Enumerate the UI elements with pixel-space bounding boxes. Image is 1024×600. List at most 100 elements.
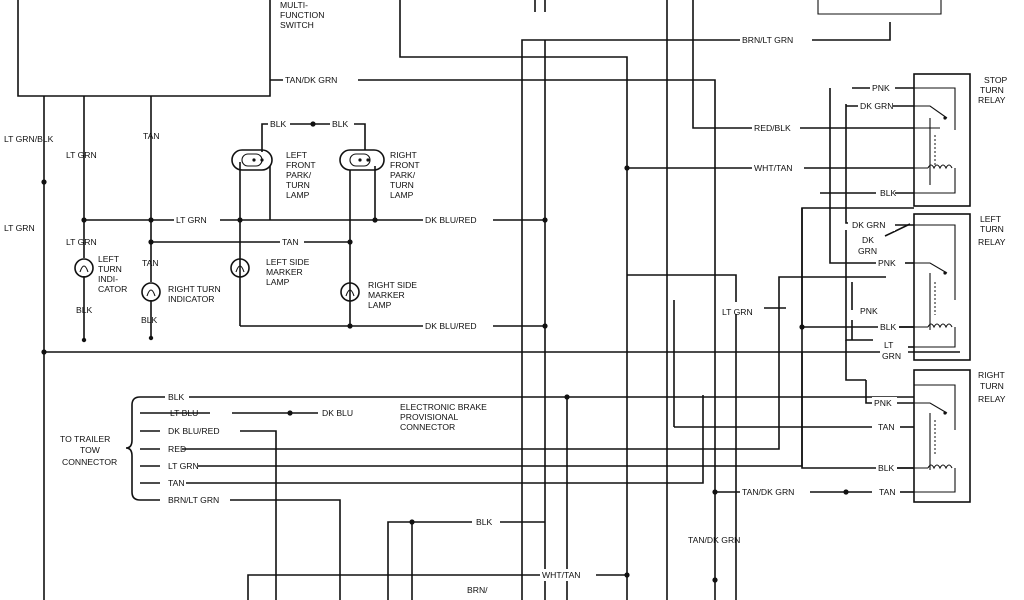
trailer-connector-brace <box>125 396 141 501</box>
right-front-lamp-label-4: TURN <box>390 180 414 190</box>
stop-turn-relay-label-2: TURN <box>980 85 1004 95</box>
lt-grn-label-b: LT GRN <box>4 223 35 233</box>
left-front-lamp-label-4: TURN <box>286 180 310 190</box>
right-side-marker-bulb <box>340 282 360 302</box>
dk-grn-label-a: DK GRN <box>860 101 893 111</box>
dk-grn-stack-1: DK <box>862 235 874 245</box>
left-turn-relay-label-2: TURN <box>980 224 1004 234</box>
blk-label-f: BLK <box>880 322 897 332</box>
right-turn-relay-label-1: RIGHT <box>978 370 1005 380</box>
right-front-lamp-label-2: FRONT <box>390 160 420 170</box>
left-front-lamp-label-1: LEFT <box>286 150 308 160</box>
pnk-label-b: PNK <box>878 258 896 268</box>
right-turn-indicator-label-2: INDICATOR <box>168 294 214 304</box>
left-side-marker-label-3: LAMP <box>266 277 290 287</box>
left-front-lamp-label-3: PARK/ <box>286 170 312 180</box>
right-turn-relay-label-2: TURN <box>980 381 1004 391</box>
trailer-red-label: RED <box>168 444 186 454</box>
electronic-brake-label-2: PROVISIONAL <box>400 412 458 422</box>
trailer-brn-lt-grn-label: BRN/LT GRN <box>168 495 219 505</box>
tan-label-c: TAN <box>282 237 299 247</box>
tan-label-e: TAN <box>879 487 896 497</box>
brn-lt-grn-label: BRN/LT GRN <box>742 35 793 45</box>
lt-grn-label-e: LT GRN <box>722 307 753 317</box>
tan-label-a: TAN <box>143 131 160 141</box>
tan-dk-grn-label: TAN/DK GRN <box>285 75 337 85</box>
trailer-dk-blu-red-label: DK BLU/RED <box>168 426 220 436</box>
left-turn-indicator-label-2: TURN <box>98 264 122 274</box>
switch-label-1: MULTI- <box>280 0 308 10</box>
left-turn-relay-label-1: LEFT <box>980 214 1002 224</box>
wires <box>17 0 960 600</box>
wht-tan-label-b: WHT/TAN <box>542 570 581 580</box>
trailer-blk-label: BLK <box>168 392 185 402</box>
left-front-lamp <box>231 149 273 171</box>
switch-label-3: SWITCH <box>280 20 314 30</box>
left-side-marker-label-2: MARKER <box>266 267 303 277</box>
left-front-lamp-label-5: LAMP <box>286 190 310 200</box>
switch-label-2: FUNCTION <box>280 10 324 20</box>
text-labels: MULTI- FUNCTION SWITCH TAN/DK GRN BRN/LT… <box>4 0 1008 595</box>
right-front-lamp-label-1: RIGHT <box>390 150 417 160</box>
right-side-marker-label-1: RIGHT SIDE <box>368 280 417 290</box>
right-turn-relay <box>913 369 971 503</box>
right-front-lamp-label-3: PARK/ <box>390 170 416 180</box>
electronic-brake-label-1: ELECTRONIC BRAKE <box>400 402 487 412</box>
dk-blu-red-label-b: DK BLU/RED <box>425 321 477 331</box>
pnk-label-a: PNK <box>872 83 890 93</box>
dk-grn-stack-2: GRN <box>858 246 877 256</box>
left-turn-indicator-bulb <box>74 258 94 278</box>
pnk-label-c: PNK <box>860 306 878 316</box>
tan-dk-grn-label-c: TAN/DK GRN <box>688 535 740 545</box>
stop-turn-relay-label-3: RELAY <box>978 95 1006 105</box>
lt-grn-stack-2: GRN <box>882 351 901 361</box>
tan-label-d: TAN <box>878 422 895 432</box>
stop-turn-relay <box>913 73 971 207</box>
stop-turn-relay-label-1: STOP <box>984 75 1008 85</box>
right-front-lamp <box>339 149 385 171</box>
electronic-brake-label-3: CONNECTOR <box>400 422 455 432</box>
multi-function-switch-box <box>17 0 271 97</box>
left-side-marker-label-1: LEFT SIDE <box>266 257 310 267</box>
blk-label-b: BLK <box>332 119 349 129</box>
left-side-marker-bulb <box>230 258 250 278</box>
blk-label-e: BLK <box>880 188 897 198</box>
lt-grn-label-d: LT GRN <box>176 215 207 225</box>
trailer-lt-blu-label: LT BLU <box>170 408 198 418</box>
wht-tan-label: WHT/TAN <box>754 163 793 173</box>
tan-dk-grn-label-b: TAN/DK GRN <box>742 487 794 497</box>
top-partial-box <box>817 0 942 15</box>
lt-grn-label-c: LT GRN <box>66 237 97 247</box>
blk-label-g: BLK <box>878 463 895 473</box>
right-front-lamp-label-5: LAMP <box>390 190 414 200</box>
blk-label-d: BLK <box>141 315 158 325</box>
pnk-label-d: PNK <box>874 398 892 408</box>
right-side-marker-label-3: LAMP <box>368 300 392 310</box>
dk-grn-label-b: DK GRN <box>852 220 885 230</box>
trailer-tan-label: TAN <box>168 478 185 488</box>
left-turn-relay <box>913 213 971 361</box>
trailer-tow-label-3: CONNECTOR <box>62 457 117 467</box>
blk-label-a: BLK <box>270 119 287 129</box>
left-turn-indicator-label-1: LEFT <box>98 254 120 264</box>
lt-grn-label-a: LT GRN <box>66 150 97 160</box>
brn-partial-label: BRN/ <box>467 585 488 595</box>
left-front-lamp-label-2: FRONT <box>286 160 316 170</box>
right-turn-indicator-bulb <box>141 282 161 302</box>
trailer-tow-label-2: TOW <box>80 445 101 455</box>
right-side-marker-label-2: MARKER <box>368 290 405 300</box>
blk-label-h: BLK <box>476 517 493 527</box>
dk-blu-red-label-a: DK BLU/RED <box>425 215 477 225</box>
trailer-tow-label-1: TO TRAILER <box>60 434 110 444</box>
trailer-lt-grn-label: LT GRN <box>168 461 199 471</box>
right-turn-indicator-label-1: RIGHT TURN <box>168 284 221 294</box>
red-blk-label: RED/BLK <box>754 123 791 133</box>
lt-grn-blk-label: LT GRN/BLK <box>4 134 54 144</box>
tan-label-b: TAN <box>142 258 159 268</box>
lt-grn-stack-1: LT <box>884 340 894 350</box>
splice-dots <box>41 121 849 583</box>
right-turn-relay-label-3: RELAY <box>978 394 1006 404</box>
trailer-dk-blu-label: DK BLU <box>322 408 353 418</box>
blk-label-c: BLK <box>76 305 93 315</box>
